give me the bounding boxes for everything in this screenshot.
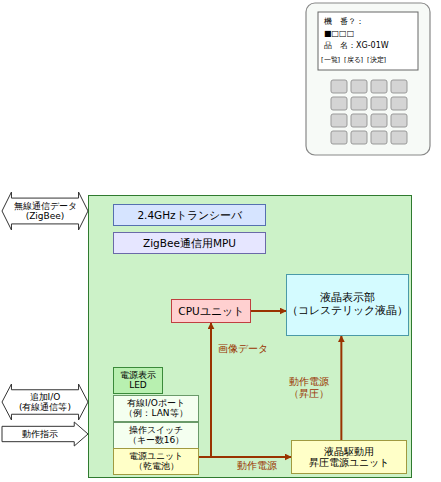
node-text: 操作スイッチ （キー数16） <box>118 425 194 446</box>
screen-text: 機 番？： <box>324 17 364 26</box>
node-text: 動作指示 <box>22 429 58 439</box>
node-text: 2.4GHzトランシーバ <box>137 209 241 221</box>
mpu-box: ZigBee通信用MPU <box>113 232 266 254</box>
power-data-arrow <box>251 310 286 312</box>
key <box>351 80 367 93</box>
io-port-box: 有線I/Oポート （例：LAN等） <box>113 395 199 422</box>
key <box>391 114 407 127</box>
screen-text: 品 名：XG-01W <box>324 41 389 50</box>
power-data-arrow <box>199 323 211 457</box>
node-text: 液晶表示部 （コレステリック液晶） <box>287 292 408 317</box>
key <box>351 131 367 144</box>
edge-label: 動作電源 （昇圧） <box>282 376 336 399</box>
led-box: 電源表示 LED <box>113 367 163 394</box>
terminal-housing <box>306 3 430 155</box>
node-text: 電源ユニット （乾電池） <box>118 451 194 472</box>
node-text: ZigBee通信用MPU <box>143 237 236 249</box>
key <box>331 131 347 144</box>
node-text: 電源表示 LED <box>118 370 158 391</box>
key <box>371 97 387 110</box>
transceiver-box: 2.4GHzトランシーバ <box>113 204 266 226</box>
terminal-screen <box>318 12 418 70</box>
io-arrow: 追加I/O (有線通信等) <box>2 384 88 420</box>
keypad <box>331 80 407 144</box>
key <box>371 80 387 93</box>
screen-text: [一覧] <box>321 57 340 64</box>
power-data-arrow <box>340 336 342 440</box>
screen-text: [決定] <box>367 57 386 64</box>
edge-label: 画像データ <box>217 343 269 355</box>
power-box: 電源ユニット （乾電池） <box>113 448 199 475</box>
key <box>391 80 407 93</box>
key <box>351 97 367 110</box>
power-data-arrow <box>199 456 291 458</box>
cpu-box: CPUユニット <box>171 299 251 323</box>
key <box>391 131 407 144</box>
key <box>331 97 347 110</box>
node-text: 無線通信データ (ZigBee) <box>14 201 77 222</box>
node-text: 有線I/Oポート （例：LAN等） <box>118 398 194 419</box>
key <box>371 114 387 127</box>
display-box: 液晶表示部 （コレステリック液晶） <box>286 274 409 336</box>
main-unit-box: 2.4GHzトランシーバ ZigBee通信用MPU CPUユニット 液晶表示部 （コレ… <box>88 195 412 478</box>
key <box>331 80 347 93</box>
node-text: 追加I/O (有線通信等) <box>14 392 76 413</box>
key <box>331 114 347 127</box>
node-text: 液晶駆動用 昇圧電源ユニット <box>296 446 402 469</box>
screen-text: [戻る] <box>344 57 363 64</box>
switch-box: 操作スイッチ （キー数16） <box>113 422 199 449</box>
screen-text: ■□□□ <box>324 29 354 38</box>
key <box>371 131 387 144</box>
booster-box: 液晶駆動用 昇圧電源ユニット <box>291 440 407 474</box>
io-arrow: 無線通信データ (ZigBee) <box>2 192 88 230</box>
key <box>391 97 407 110</box>
edge-label: 動作電源 <box>236 460 278 472</box>
key <box>351 114 367 127</box>
io-arrow: 動作指示 <box>2 422 88 446</box>
node-text: CPUユニット <box>178 305 243 317</box>
